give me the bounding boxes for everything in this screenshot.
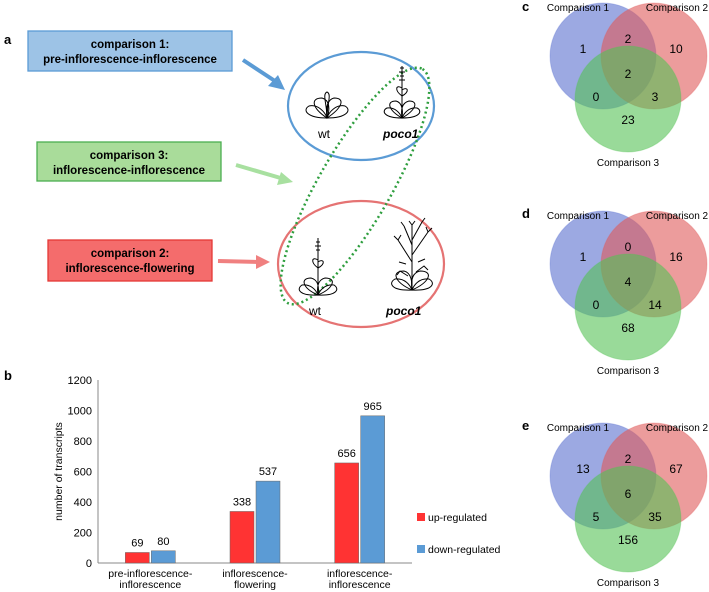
y-tick-label: 1200 — [68, 375, 92, 387]
panel-label-a: a — [4, 32, 12, 47]
venn-region-count: 1 — [580, 250, 587, 264]
bolting-plant-wt-bottom — [298, 238, 338, 296]
venn-e: Comparison 1 Comparison 2 Comparison 3 13 67… — [547, 422, 709, 589]
venn-region-count: 0 — [593, 90, 600, 104]
bar-chart: number of transcripts 0 200 400 600 800 1000 12… — [53, 375, 501, 591]
venn-c: Comparison 1 Comparison 2 Comparison 3 1 10 2… — [547, 2, 709, 169]
bar-value-label: 338 — [233, 496, 251, 508]
venn-region-count: 3 — [652, 90, 659, 104]
venn-set-3 — [574, 45, 682, 153]
venn-region-count: 2 — [625, 32, 632, 46]
bar-down-regulated — [360, 415, 385, 564]
venn-region-count: 35 — [648, 510, 662, 524]
x-category-label: inflorescence — [119, 579, 181, 591]
wt-label-bottom: wt — [308, 304, 322, 318]
x-category-label: pre-inflorescence- — [108, 568, 193, 580]
bar-up-regulated — [334, 462, 359, 564]
rosette-plant-wt-top — [305, 91, 349, 119]
y-tick-label: 400 — [74, 497, 92, 509]
y-tick-label: 800 — [74, 436, 92, 448]
legend-swatch — [417, 513, 425, 521]
legend-entry: down-regulated — [428, 544, 501, 556]
bar-value-label: 965 — [363, 401, 381, 413]
venn-region-count: 16 — [669, 250, 683, 264]
comparison-1-subtitle: pre-inflorescence-inflorescence — [43, 54, 217, 66]
comparison-3-arrow — [235, 163, 293, 185]
venn-set-label: Comparison 3 — [597, 366, 660, 377]
y-tick-label: 1000 — [68, 406, 92, 418]
red-comparison-ellipse — [276, 199, 446, 329]
venn-region-count: 13 — [576, 462, 590, 476]
y-tick-label: 200 — [74, 528, 92, 540]
flowering-plant-poco1-bottom — [391, 217, 433, 291]
venn-set-3 — [574, 465, 682, 573]
comparison-2-box: comparison 2: inflorescence-flowering — [47, 239, 213, 282]
panel-label-c: c — [522, 0, 529, 14]
venn-region-count: 2 — [625, 67, 632, 81]
comparison-3-box: comparison 3: inflorescence-inflorescenc… — [36, 141, 222, 182]
venn-region-count: 14 — [648, 298, 662, 312]
y-tick-label: 600 — [74, 467, 92, 479]
venn-region-count: 4 — [625, 275, 632, 289]
venn-region-count: 156 — [618, 533, 638, 547]
venn-region-count: 10 — [669, 42, 683, 56]
green-dotted-comparison-ellipse — [279, 66, 431, 306]
venn-d: Comparison 1 Comparison 2 Comparison 3 1 16 6… — [547, 210, 709, 377]
venn-region-count: 1 — [580, 42, 587, 56]
venn-region-count: 5 — [593, 510, 600, 524]
venn-set-label: Comparison 2 — [646, 211, 709, 222]
venn-set-label: Comparison 3 — [597, 578, 660, 589]
venn-set-label: Comparison 1 — [547, 211, 610, 222]
bar-up-regulated — [125, 552, 150, 564]
comparison-3-subtitle: inflorescence-inflorescence — [53, 165, 205, 177]
comparison-2-arrow — [217, 255, 270, 269]
venn-set-label: Comparison 2 — [646, 3, 709, 14]
panel-label-e: e — [522, 418, 529, 433]
venn-region-count: 23 — [621, 113, 635, 127]
venn-region-count: 0 — [625, 240, 632, 254]
panel-label-b: b — [4, 368, 12, 383]
venn-region-count: 67 — [669, 462, 683, 476]
bar-value-label: 69 — [131, 537, 143, 549]
venn-region-count: 6 — [625, 487, 632, 501]
panel-label-d: d — [522, 206, 530, 221]
bar-value-label: 656 — [337, 448, 355, 460]
venn-set-label: Comparison 1 — [547, 3, 610, 14]
bar-up-regulated — [229, 511, 255, 564]
bolting-plant-poco1-top — [383, 66, 421, 119]
bar-down-regulated — [255, 480, 281, 564]
venn-set-label: Comparison 2 — [646, 423, 709, 434]
blue-comparison-ellipse — [286, 50, 436, 162]
venn-region-count: 2 — [625, 452, 632, 466]
wt-label-top: wt — [317, 127, 331, 141]
poco1-label-top: poco1 — [382, 127, 419, 141]
x-category-label: inflorescence- — [327, 568, 393, 580]
y-tick-label: 0 — [86, 558, 92, 570]
venn-set-3 — [574, 253, 682, 361]
comparison-1-title: comparison 1: — [91, 39, 170, 51]
bar-value-label: 80 — [157, 536, 169, 548]
poco1-label-bottom: poco1 — [385, 304, 422, 318]
bar-value-label: 537 — [259, 466, 277, 478]
legend-swatch — [417, 545, 425, 553]
comparison-1-arrow — [241, 58, 285, 90]
comparison-1-box: comparison 1: pre-inflorescence-inflores… — [27, 30, 233, 72]
bar-down-regulated — [151, 550, 176, 564]
comparison-2-subtitle: inflorescence-flowering — [65, 263, 194, 275]
x-category-label: inflorescence- — [222, 568, 288, 580]
venn-region-count: 68 — [621, 321, 635, 335]
venn-region-count: 0 — [593, 298, 600, 312]
x-category-label: flowering — [234, 579, 276, 591]
y-axis-label: number of transcripts — [53, 422, 65, 521]
comparison-3-title: comparison 3: — [90, 150, 169, 162]
venn-set-label: Comparison 3 — [597, 158, 660, 169]
x-category-label: inflorescence — [329, 579, 391, 591]
comparison-2-title: comparison 2: — [91, 248, 170, 260]
venn-set-label: Comparison 1 — [547, 423, 610, 434]
legend-entry: up-regulated — [428, 512, 487, 524]
